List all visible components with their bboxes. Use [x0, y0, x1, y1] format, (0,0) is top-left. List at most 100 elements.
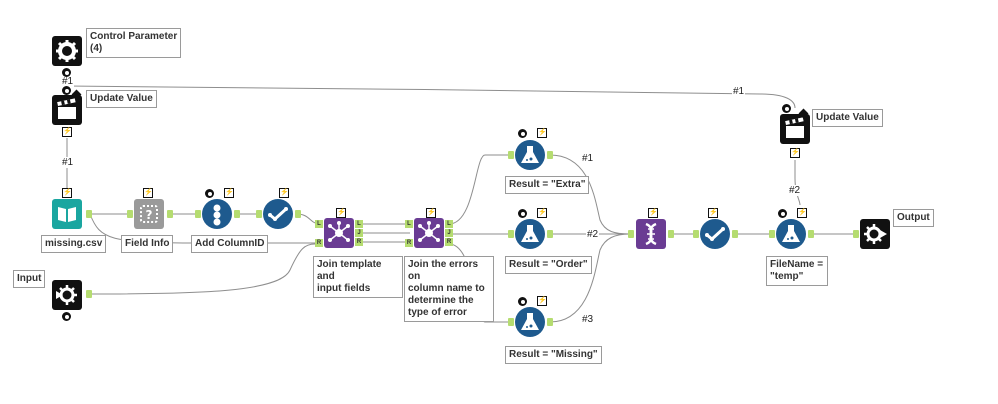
clapperboard-icon — [57, 98, 76, 119]
clapperboard-icon — [785, 117, 804, 138]
flask-icon — [521, 313, 539, 330]
join-right-output-anchor[interactable]: R — [355, 238, 363, 246]
wire-label-extra: #1 — [581, 153, 595, 164]
field-info-label: Field Info — [121, 235, 174, 253]
input-anchor[interactable] — [853, 230, 859, 238]
output-anchor[interactable] — [547, 151, 553, 159]
input-anchor[interactable] — [508, 318, 514, 326]
formula-extra-label: Result = "Extra" — [505, 176, 590, 194]
control-parameter-tool[interactable] — [52, 36, 82, 66]
output-anchor[interactable] — [295, 210, 301, 218]
question-anchor-icon[interactable] — [518, 209, 527, 218]
output-anchor[interactable] — [86, 210, 92, 218]
flask-icon — [521, 225, 539, 242]
join-icon — [328, 221, 350, 242]
input-anchor[interactable] — [769, 230, 775, 238]
macro-output-icon — [864, 224, 887, 244]
formula-missing-tool[interactable] — [515, 307, 545, 337]
output-anchor[interactable] — [86, 290, 92, 298]
join-right-anchor[interactable]: R — [405, 239, 413, 247]
macro-input-icon — [56, 285, 77, 305]
output-anchor[interactable] — [547, 230, 553, 238]
join-right-output-anchor[interactable]: R — [445, 238, 453, 246]
join-2-tool[interactable] — [414, 218, 444, 248]
lightning-icon: ⚡ — [797, 208, 807, 218]
lightning-icon: ⚡ — [143, 188, 153, 198]
union-tool[interactable] — [636, 219, 666, 249]
add-columnid-label: Add ColumnID — [191, 235, 269, 253]
lightning-icon: ⚡ — [537, 208, 547, 218]
union-icon — [645, 222, 657, 246]
lightning-icon: ⚡ — [224, 188, 234, 198]
formula-filename-label: FileName = "temp" — [766, 256, 828, 286]
update-value-1-tool[interactable] — [52, 95, 82, 125]
lightning-icon: ⚡ — [537, 128, 547, 138]
lightning-icon: ⚡ — [708, 208, 718, 218]
output-anchor[interactable] — [234, 210, 240, 218]
question-anchor-icon[interactable] — [62, 86, 71, 95]
formula-missing-label: Result = "Missing" — [505, 346, 602, 364]
join-left-anchor[interactable]: L — [315, 220, 323, 228]
join-right-anchor[interactable]: R — [315, 239, 323, 247]
flask-icon — [521, 146, 539, 163]
join-2-label: Join the errors on column name to determ… — [404, 256, 494, 322]
join-join-output-anchor[interactable]: J — [355, 229, 363, 237]
missing-csv-label: missing.csv — [41, 235, 107, 253]
output-anchor[interactable] — [732, 230, 738, 238]
join-left-output-anchor[interactable]: L — [445, 220, 453, 228]
wire-cp-uv2 — [66, 85, 796, 109]
output-anchor[interactable] — [547, 318, 553, 326]
checkmark-icon — [705, 227, 725, 241]
join-left-output-anchor[interactable]: L — [355, 220, 363, 228]
formula-order-label: Result = "Order" — [505, 256, 592, 274]
svg-text:?: ? — [146, 208, 153, 222]
output-anchor[interactable] — [167, 210, 173, 218]
input-anchor[interactable] — [256, 210, 262, 218]
question-anchor-icon[interactable] — [778, 209, 787, 218]
output-tool[interactable] — [860, 219, 890, 249]
input-anchor[interactable] — [127, 210, 133, 218]
select-2-tool[interactable] — [700, 219, 730, 249]
question-anchor-icon[interactable] — [518, 297, 527, 306]
wire-label-cp-uv1: #1 — [61, 76, 75, 87]
question-anchor-icon[interactable] — [518, 129, 527, 138]
output-anchor[interactable] — [808, 230, 814, 238]
input-anchor[interactable] — [693, 230, 699, 238]
lightning-icon: ⚡ — [62, 188, 72, 198]
question-anchor-icon[interactable] — [205, 189, 214, 198]
flask-icon — [782, 225, 800, 242]
field-info-tool[interactable]: ? — [134, 199, 164, 229]
update-value-2-label: Update Value — [812, 109, 883, 127]
join-left-anchor[interactable]: L — [405, 220, 413, 228]
question-anchor-icon[interactable] — [782, 104, 791, 113]
output-anchor[interactable] — [668, 230, 674, 238]
update-value-2-tool[interactable] — [780, 114, 810, 144]
record-id-icon — [213, 204, 221, 226]
lightning-icon: ⚡ — [279, 188, 289, 198]
input-anchor[interactable] — [195, 210, 201, 218]
union-input-anchor[interactable] — [628, 230, 634, 238]
input-anchor[interactable] — [508, 151, 514, 159]
join-1-label: Join template and input fields — [313, 256, 403, 298]
formula-extra-tool[interactable] — [515, 140, 545, 170]
wire-extra-union — [549, 154, 631, 235]
wire-label-uv2-formula: #2 — [788, 185, 802, 196]
select-1-tool[interactable] — [263, 199, 293, 229]
missing-csv-tool[interactable] — [52, 199, 82, 229]
wire-label-cp-uv2: #1 — [732, 86, 746, 97]
join-1-tool[interactable] — [324, 218, 354, 248]
gear-icon — [56, 40, 78, 62]
checkmark-icon — [268, 207, 288, 221]
join-join-output-anchor[interactable]: J — [445, 229, 453, 237]
wire-uv2-formula — [794, 160, 801, 206]
lightning-icon: ⚡ — [648, 208, 658, 218]
book-icon — [58, 207, 76, 222]
wire-input-join1 — [91, 243, 316, 295]
question-anchor-icon[interactable] — [62, 312, 71, 321]
formula-filename-tool[interactable] — [776, 219, 806, 249]
input-tool[interactable] — [52, 280, 82, 310]
formula-order-tool[interactable] — [515, 219, 545, 249]
question-anchor-icon[interactable] — [62, 68, 71, 77]
add-columnid-tool[interactable] — [202, 199, 232, 229]
input-anchor[interactable] — [508, 230, 514, 238]
